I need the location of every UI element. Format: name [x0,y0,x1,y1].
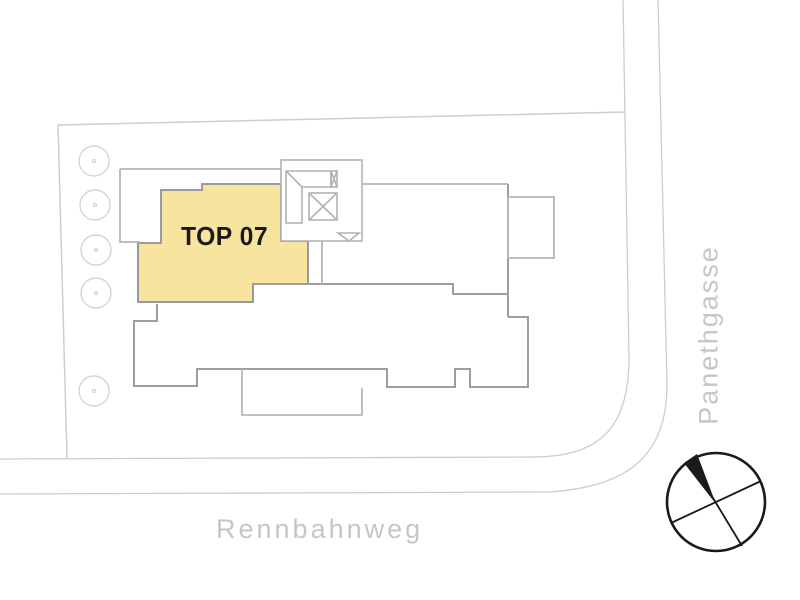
terrace-outline [241,369,363,416]
elevator-icon [308,192,338,221]
unit-label: TOP 07 [181,221,269,251]
plot-boundary [57,111,627,459]
street-curbs [0,0,668,495]
street-name-panethgasse: Panethgasse [693,245,724,425]
entrance-arrow-icon [335,232,362,243]
stair-core [280,159,363,243]
building-upper-outline [119,168,555,284]
tree-icon [78,145,112,407]
street-name-rennbahnweg: Rennbahnweg [216,514,424,544]
north-compass-icon [665,451,767,553]
